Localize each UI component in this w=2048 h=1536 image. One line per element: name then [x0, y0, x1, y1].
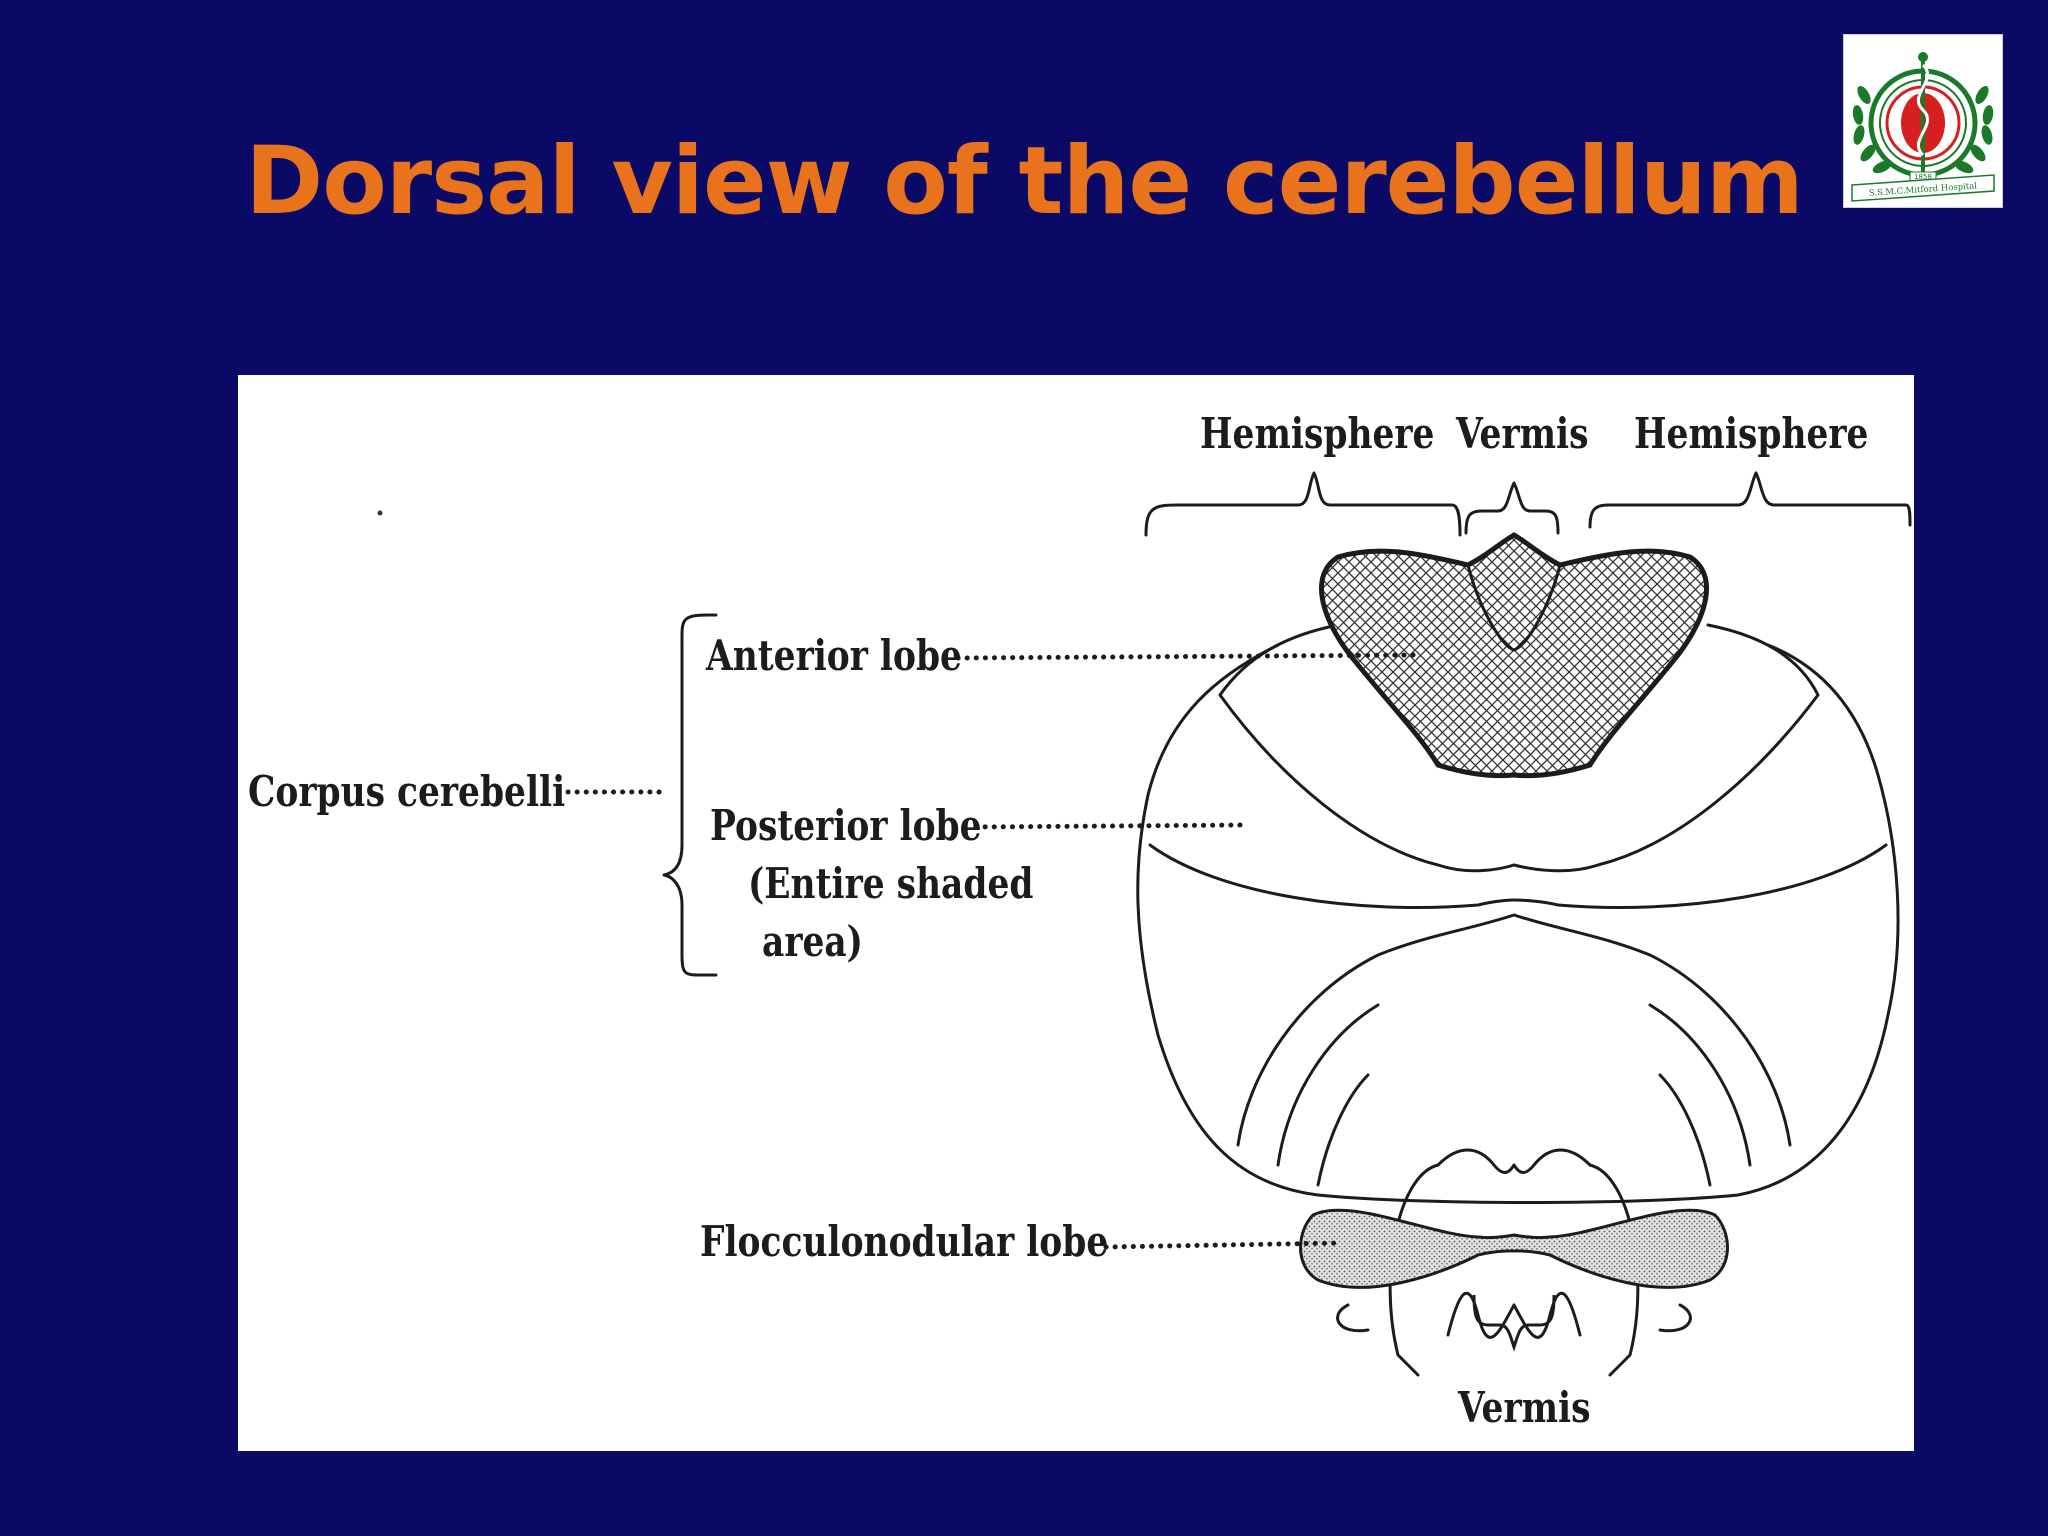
- leader-posterior: [973, 822, 1249, 830]
- fissure-horizontal-left: [1148, 843, 1516, 909]
- hospital-logo: 1858 S.S.M.C.Mitford Hospital: [1843, 34, 2003, 208]
- corpus-bracket: [662, 613, 718, 977]
- label-posterior-note-2: area): [762, 917, 863, 966]
- leader-flocculonodular: [1103, 1240, 1341, 1250]
- fissure-anterior-right: [1512, 623, 1820, 873]
- label-flocculonodular-lobe: Flocculonodular lobe: [700, 1217, 1109, 1266]
- logo-year: 1858: [1914, 173, 1932, 181]
- label-anterior-lobe: Anterior lobe: [706, 631, 962, 680]
- hospital-emblem-icon: 1858 S.S.M.C.Mitford Hospital: [1851, 52, 1995, 202]
- fissure-horizontal-right: [1512, 843, 1888, 909]
- brace-hemisphere-right: [1588, 471, 1912, 529]
- leader-anterior: [955, 652, 1421, 661]
- cerebellum-diagram: Hemisphere Vermis Hemisphere Corpus cere…: [238, 375, 1914, 1451]
- fissure-anterior-left: [1218, 623, 1516, 873]
- brace-vermis-top: [1464, 481, 1560, 535]
- label-corpus-cerebelli: Corpus cerebelli: [248, 767, 566, 816]
- anterior-lobe-shaded: [1318, 532, 1710, 779]
- label-hemisphere-left: Hemisphere: [1200, 409, 1435, 458]
- cerebellum-outline: [1136, 643, 1900, 1204]
- label-hemisphere-right: Hemisphere: [1634, 409, 1869, 458]
- brace-vermis-bottom: [1472, 1294, 1556, 1352]
- flocculonodular-lobe-shaded: [1299, 1208, 1729, 1289]
- slide-title: Dorsal view of the cerebellum: [245, 127, 1804, 236]
- label-vermis-bottom: Vermis: [1458, 1383, 1591, 1432]
- cerebellum-drawing: [377, 471, 1912, 1377]
- brace-hemisphere-left: [1144, 471, 1462, 537]
- label-vermis-top: Vermis: [1456, 409, 1589, 458]
- label-posterior-note-1: (Entire shaded: [748, 859, 1034, 908]
- label-posterior-lobe: Posterior lobe: [710, 801, 982, 850]
